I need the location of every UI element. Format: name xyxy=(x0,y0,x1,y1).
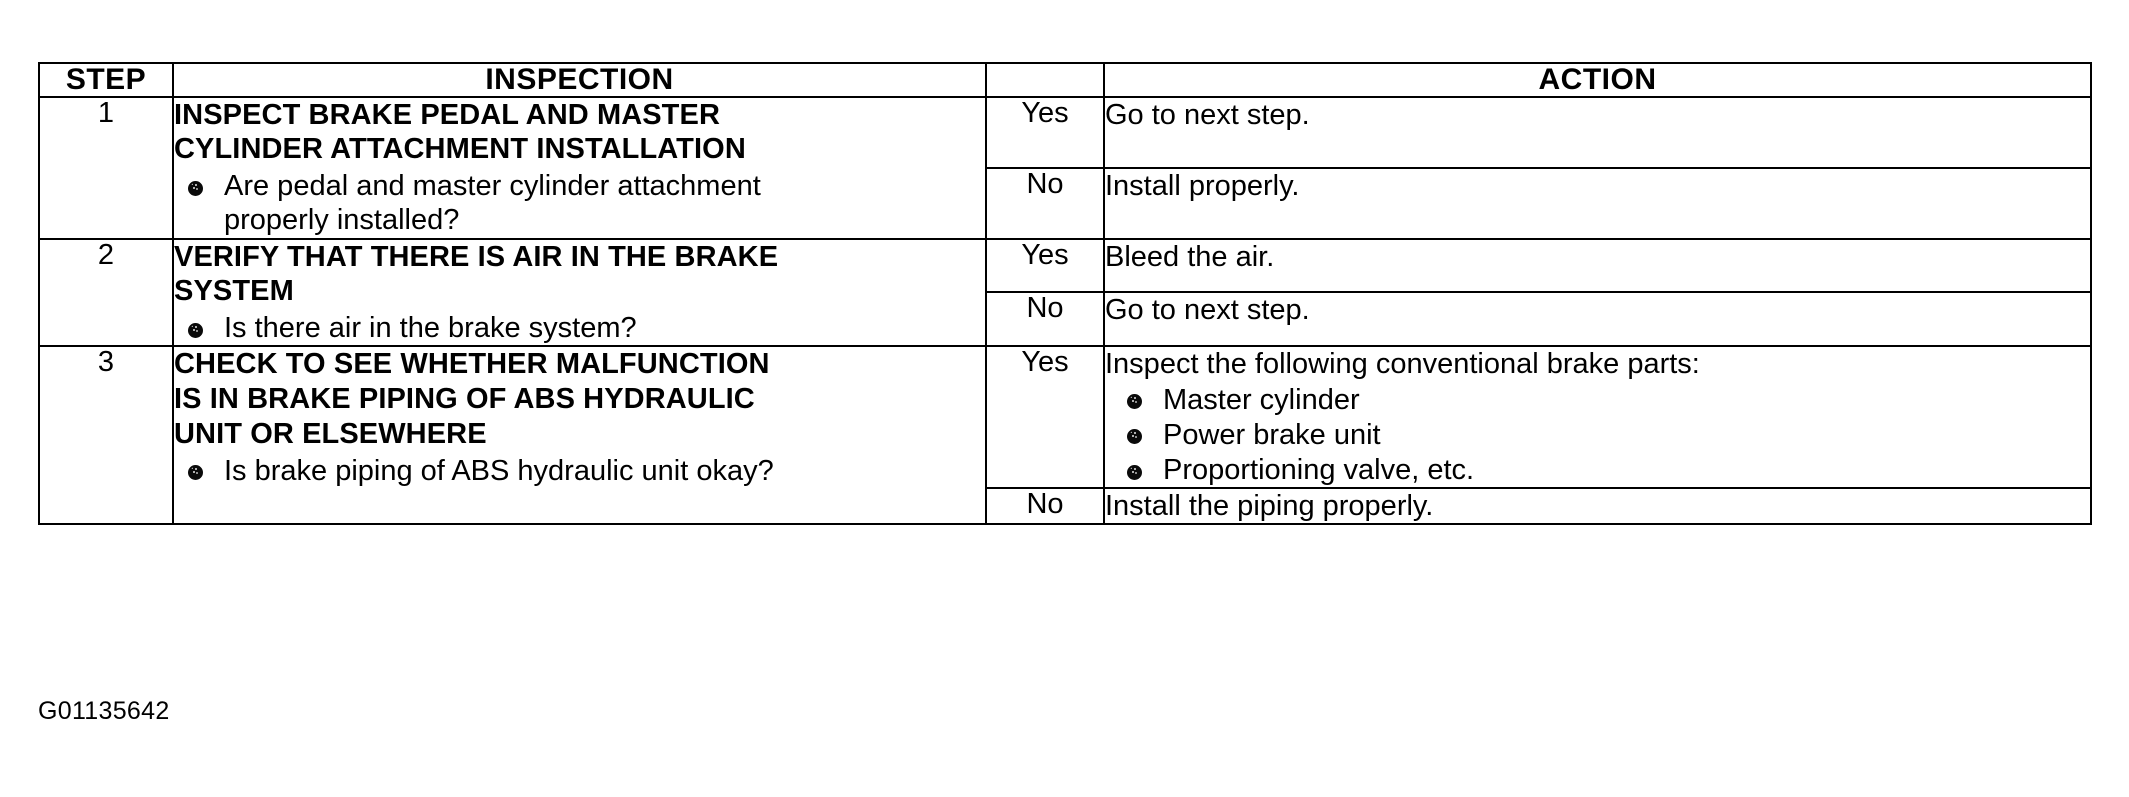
bullet-item: Proportioning valve, etc. xyxy=(1105,453,2090,487)
bullet-text: Proportioning valve, etc. xyxy=(1163,453,2090,487)
step-number-cell: 3 xyxy=(38,345,174,526)
text-line: Are pedal and master cylinder attachment xyxy=(224,170,761,203)
action-text: Bleed the air. xyxy=(1105,240,1275,273)
action-cell: Install properly. xyxy=(1103,166,2092,240)
action-cell: Go to next step. xyxy=(1103,95,2092,169)
text-line: INSPECT BRAKE PEDAL AND MASTER xyxy=(174,98,720,131)
bullet-text: Is there air in the brake system? xyxy=(224,311,985,345)
bullet-text: Power brake unit xyxy=(1163,418,2090,452)
bullet-text: Is brake piping of ABS hydraulic unit ok… xyxy=(224,454,985,488)
bullet-item: Are pedal and master cylinder attachment… xyxy=(174,169,985,237)
inspection-bullet-list: Is there air in the brake system? xyxy=(174,311,985,345)
action-text: Install properly. xyxy=(1105,169,1300,202)
bullet-item: Power brake unit xyxy=(1105,418,2090,452)
column-header-inspection: INSPECTION xyxy=(172,62,987,98)
text-line: CHECK TO SEE WHETHER MALFUNCTION xyxy=(174,348,770,381)
bullet-dot-icon xyxy=(188,322,203,338)
bullet-dot-icon xyxy=(188,180,203,196)
action-text: Inspect the following conventional brake… xyxy=(1105,348,1700,381)
bullet-item: Master cylinder xyxy=(1105,383,2090,417)
column-header-step: STEP xyxy=(38,62,174,98)
outcome-label-cell: Yes xyxy=(985,237,1105,294)
bullet-dot-icon xyxy=(1127,429,1142,445)
bullet-dot-icon xyxy=(188,465,203,481)
text-line: Proportioning valve, etc. xyxy=(1163,454,1475,486)
text-line: IS IN BRAKE PIPING OF ABS HYDRAULIC xyxy=(174,383,755,416)
inspection-bullet-list: Are pedal and master cylinder attachment… xyxy=(174,169,985,237)
outcome-label-cell: No xyxy=(985,291,1105,348)
inspection-bullet-list: Is brake piping of ABS hydraulic unit ok… xyxy=(174,454,985,488)
bullet-item: Is there air in the brake system? xyxy=(174,311,985,345)
outcome-label-cell: Yes xyxy=(985,95,1105,169)
text-line: Is there air in the brake system? xyxy=(224,312,637,345)
header-row: STEP INSPECTION ACTION xyxy=(38,62,2092,98)
bullet-dot-icon xyxy=(1127,394,1142,410)
figure-id-label: G01135642 xyxy=(38,697,170,725)
action-cell: Inspect the following conventional brake… xyxy=(1103,345,2092,490)
outcome-label-cell: Yes xyxy=(985,345,1105,490)
text-line: VERIFY THAT THERE IS AIR IN THE BRAKE xyxy=(174,240,779,273)
outcome-label-cell: No xyxy=(985,166,1105,240)
text-line: Power brake unit xyxy=(1163,418,1381,451)
action-cell: Install the piping properly. xyxy=(1103,487,2092,526)
text-line: SYSTEM xyxy=(174,275,294,308)
bullet-text: Master cylinder xyxy=(1163,383,2090,417)
bullet-text: Are pedal and master cylinder attachment… xyxy=(224,169,985,237)
outcome-label-cell: No xyxy=(985,487,1105,526)
text-line: properly installed? xyxy=(224,204,460,237)
bullet-item: Is brake piping of ABS hydraulic unit ok… xyxy=(174,454,985,488)
action-text: Go to next step. xyxy=(1105,294,1310,327)
text-line: Is brake piping of ABS hydraulic unit ok… xyxy=(224,454,774,487)
text-line: CYLINDER ATTACHMENT INSTALLATION xyxy=(174,133,746,166)
action-text: Install the piping properly. xyxy=(1105,490,1434,523)
table-header: STEP INSPECTION ACTION xyxy=(38,62,2092,98)
action-text: Go to next step. xyxy=(1105,98,1310,131)
column-header-action: ACTION xyxy=(1103,62,2092,98)
action-cell: Bleed the air. xyxy=(1103,237,2092,294)
column-header-yesno-spacer xyxy=(985,62,1105,98)
step-number-cell: 2 xyxy=(38,237,174,348)
action-cell: Go to next step. xyxy=(1103,291,2092,348)
step-number-cell: 1 xyxy=(38,95,174,240)
text-line: UNIT OR ELSEWHERE xyxy=(174,417,487,450)
text-line: Master cylinder xyxy=(1163,383,1360,416)
bullet-dot-icon xyxy=(1127,464,1142,480)
